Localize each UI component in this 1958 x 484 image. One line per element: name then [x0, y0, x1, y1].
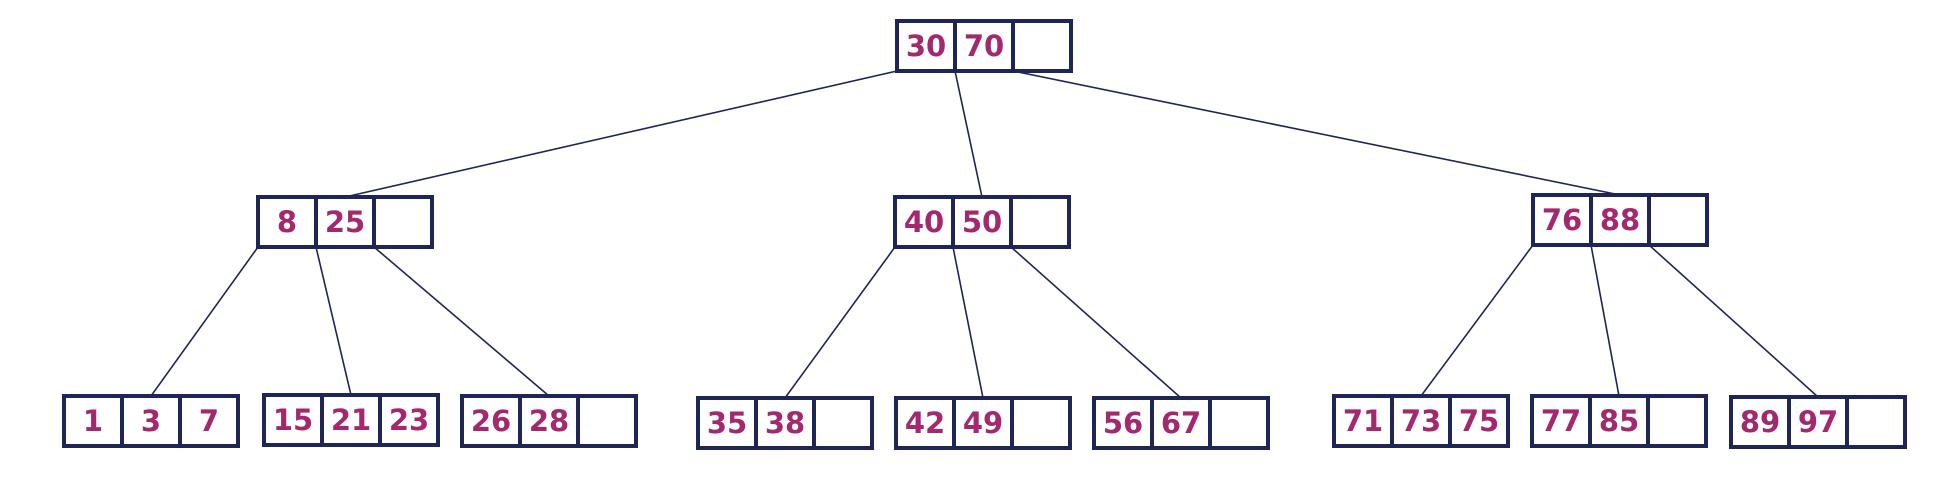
node-key: 77 [1541, 404, 1581, 438]
node-key: 42 [905, 406, 945, 440]
key-slot [696, 396, 758, 450]
node-key: 35 [707, 406, 747, 440]
key-slot [320, 393, 382, 447]
node-key: 89 [1740, 405, 1780, 439]
node-key: 50 [962, 205, 1002, 239]
tree-node-leaf-71-73-75: 71 73 75 [1332, 394, 1510, 448]
edge-n-8-25-to-leaf-26-28 [373, 246, 550, 397]
edge-n-76-88-to-leaf-71-73-75 [1420, 244, 1534, 397]
node-key: 97 [1798, 405, 1838, 439]
tree-node-n-40-50: 40 50 [893, 195, 1071, 249]
key-slot [576, 394, 638, 448]
edge-n-8-25-to-leaf-15-21-23 [315, 246, 352, 396]
key-slot [1010, 396, 1072, 450]
node-key: 71 [1343, 404, 1383, 438]
edge-n-40-50-to-leaf-42-49 [952, 246, 984, 399]
key-slot [812, 396, 874, 450]
key-slot [1531, 193, 1593, 247]
key-slot [895, 19, 957, 73]
tree-node-leaf-89-97: 89 97 [1729, 395, 1907, 449]
node-key: 7 [199, 404, 219, 438]
tree-node-n-8-25: 8 25 [256, 195, 434, 249]
key-slot [1390, 394, 1452, 448]
edge-n-8-25-to-leaf-1-3-7 [150, 246, 259, 397]
node-key: 73 [1401, 404, 1441, 438]
key-slot [518, 394, 580, 448]
node-key: 56 [1103, 406, 1143, 440]
tree-node-leaf-42-49: 42 49 [894, 396, 1072, 450]
key-slot [754, 396, 816, 450]
key-slot [1646, 394, 1708, 448]
node-key: 85 [1599, 404, 1639, 438]
node-key: 15 [273, 403, 313, 437]
edge-n-76-88-to-leaf-77-85 [1590, 244, 1620, 397]
edges [150, 70, 1819, 399]
nodes: 30 70 8 25 40 50 76 88 1 3 7 15 21 23 26 28 35 38 42 49 56 67… [62, 19, 1907, 450]
edge-n-40-50-to-leaf-56-67 [1010, 246, 1182, 399]
key-slot [1009, 195, 1071, 249]
node-key: 21 [331, 403, 371, 437]
tree-node-leaf-26-28: 26 28 [460, 394, 638, 448]
node-key: 70 [964, 29, 1004, 63]
key-slot [120, 394, 182, 448]
key-slot [1530, 394, 1592, 448]
node-key: 26 [471, 404, 511, 438]
key-slot [378, 393, 440, 447]
node-key: 8 [277, 205, 297, 239]
key-slot [1845, 395, 1907, 449]
node-key: 75 [1459, 404, 1499, 438]
edge-root-to-n-76-88 [1012, 70, 1621, 196]
key-slot [1647, 193, 1709, 247]
key-slot [893, 195, 955, 249]
edge-n-40-50-to-leaf-35-38 [784, 246, 896, 399]
edge-root-to-n-8-25 [344, 70, 898, 198]
key-slot [1208, 396, 1270, 450]
node-key: 23 [389, 403, 429, 437]
tree-node-n-76-88: 76 88 [1531, 193, 1709, 247]
node-key: 40 [904, 205, 944, 239]
key-slot [62, 394, 124, 448]
node-key: 67 [1161, 406, 1201, 440]
tree-node-leaf-56-67: 56 67 [1092, 396, 1270, 450]
key-slot [1011, 19, 1073, 73]
tree-node-root: 30 70 [895, 19, 1073, 73]
tree-node-leaf-77-85: 77 85 [1530, 394, 1708, 448]
tree-node-leaf-35-38: 35 38 [696, 396, 874, 450]
node-key: 49 [963, 406, 1003, 440]
tree-node-leaf-15-21-23: 15 21 23 [262, 393, 440, 447]
key-slot [372, 195, 434, 249]
node-key: 76 [1542, 203, 1582, 237]
node-key: 88 [1600, 203, 1640, 237]
tree-node-leaf-1-3-7: 1 3 7 [62, 394, 240, 448]
node-key: 38 [765, 406, 805, 440]
node-key: 3 [141, 404, 161, 438]
key-slot [460, 394, 522, 448]
node-key: 30 [906, 29, 946, 63]
key-slot [953, 19, 1015, 73]
edge-root-to-n-40-50 [954, 70, 983, 198]
key-slot [178, 394, 240, 448]
edge-n-76-88-to-leaf-89-97 [1648, 244, 1819, 398]
node-key: 25 [325, 205, 365, 239]
node-key: 1 [83, 404, 103, 438]
node-key: 28 [529, 404, 569, 438]
key-slot [1448, 394, 1510, 448]
